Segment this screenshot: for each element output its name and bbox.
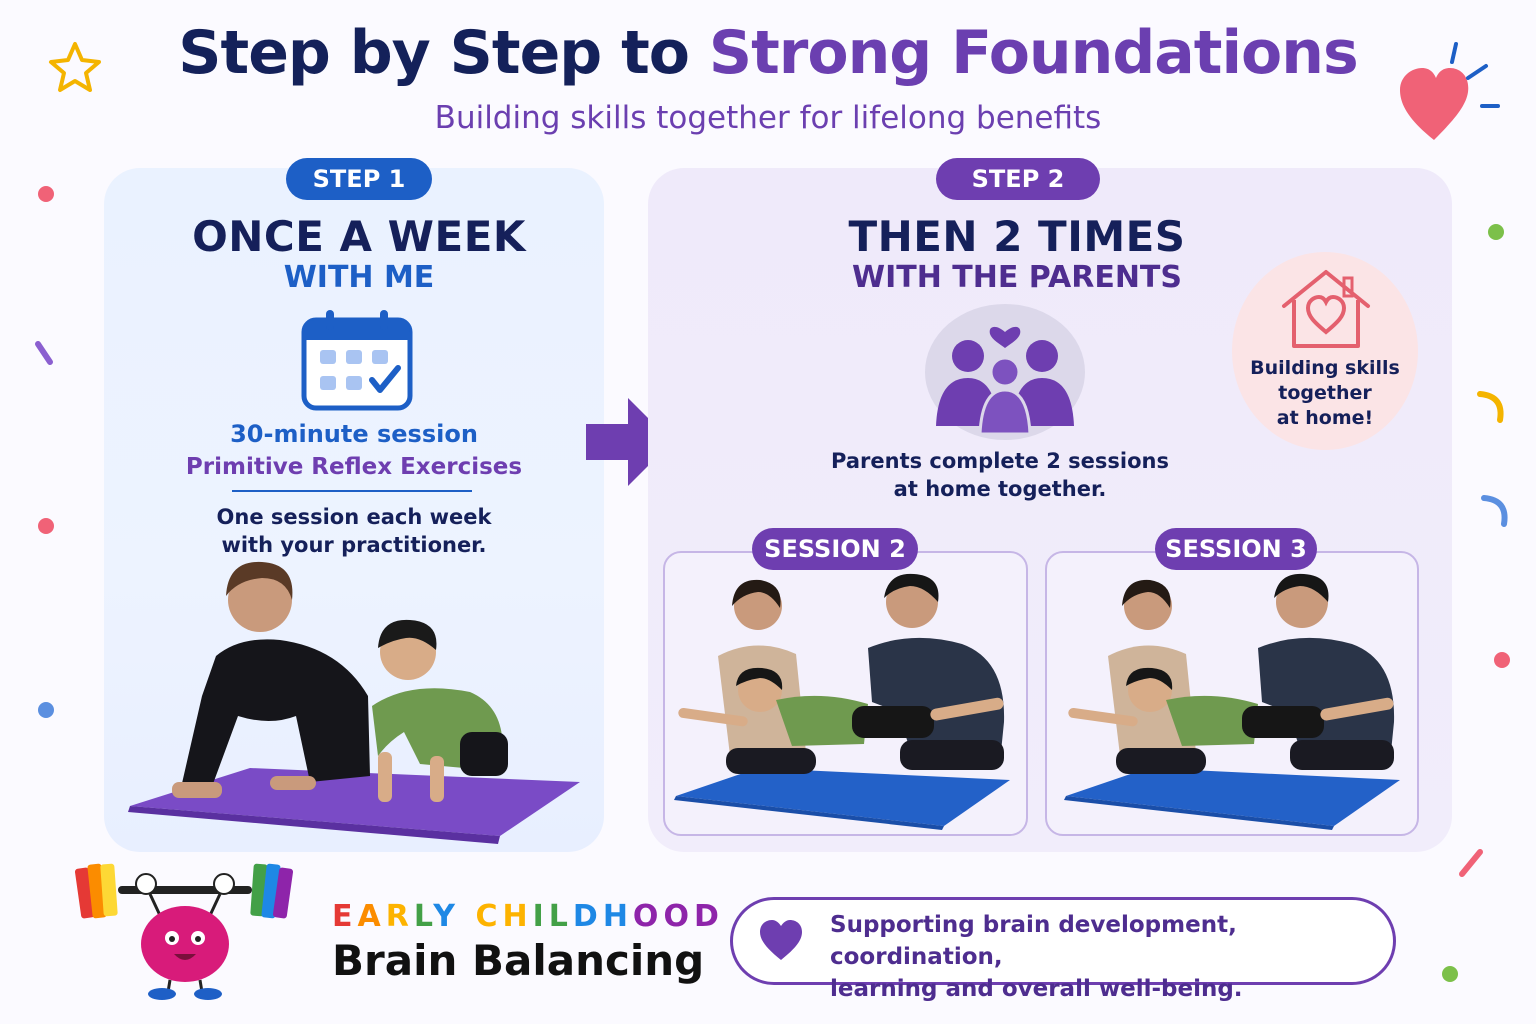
brand-letter: L bbox=[548, 899, 573, 934]
heart-icon bbox=[760, 920, 802, 960]
divider bbox=[232, 490, 472, 492]
confetti-squiggle bbox=[1477, 391, 1504, 423]
brand-line-1: EARLY CHILDHOOD bbox=[332, 899, 724, 934]
brain-mascot-icon bbox=[74, 863, 294, 1000]
confetti-squiggle bbox=[1481, 495, 1508, 527]
step-1-description-line-1: One session each week bbox=[216, 505, 492, 529]
step-1-heading: ONCE A WEEK bbox=[192, 212, 526, 261]
brand-letter: L bbox=[413, 899, 434, 934]
family-exercise-illustration bbox=[674, 573, 1010, 830]
step-1-description-line-2: with your practitioner. bbox=[221, 533, 487, 557]
house-heart-icon bbox=[1282, 270, 1370, 348]
confetti-dot bbox=[38, 518, 54, 534]
brand-letter: Y bbox=[433, 899, 461, 934]
family-heart-icon bbox=[925, 304, 1085, 440]
practitioner-child-illustration bbox=[128, 561, 580, 844]
confetti-dot bbox=[1442, 966, 1458, 982]
brand-letter: A bbox=[357, 899, 386, 934]
brand-letter: E bbox=[332, 899, 358, 934]
confetti-squiggle bbox=[35, 341, 53, 365]
step-2-heading: THEN 2 TIMES bbox=[848, 212, 1186, 261]
brand-letter: R bbox=[385, 899, 414, 934]
brand-letter: O bbox=[663, 899, 694, 934]
title-part-1: Step by Step to bbox=[178, 18, 709, 88]
brand-letter: H bbox=[602, 899, 633, 934]
session-3-badge: SESSION 3 bbox=[1155, 528, 1317, 570]
family-exercise-illustration bbox=[1064, 573, 1400, 830]
step-2-description-line-1: Parents complete 2 sessions bbox=[831, 449, 1169, 473]
confetti-dot bbox=[1494, 652, 1510, 668]
footer-message-line-1: Supporting brain development, coordinati… bbox=[830, 912, 1237, 970]
title-part-2: Strong Foundations bbox=[708, 18, 1359, 88]
brand-letter: C bbox=[475, 899, 503, 934]
confetti-dot bbox=[38, 186, 54, 202]
calendar-check-icon bbox=[301, 310, 413, 411]
home-note-line-3: at home! bbox=[1276, 407, 1374, 429]
exercise-type: Primitive Reflex Exercises bbox=[185, 454, 523, 480]
confetti-squiggle bbox=[1459, 849, 1483, 877]
home-note-bubble bbox=[1232, 252, 1418, 450]
home-note: Building skills together at home! bbox=[1240, 356, 1410, 431]
step-1-description: One session each week with your practiti… bbox=[104, 503, 604, 559]
brand-letter: I bbox=[532, 899, 549, 934]
brand-letter: H bbox=[502, 899, 533, 934]
step-2-description: Parents complete 2 sessions at home toge… bbox=[800, 447, 1200, 503]
step-1-subheading: WITH ME bbox=[283, 260, 435, 295]
brand-line-2: Brain Balancing bbox=[332, 936, 705, 985]
footer-message-line-2: learning and overall well-being. bbox=[830, 976, 1243, 1002]
confetti-dot bbox=[1488, 224, 1504, 240]
footer-callout bbox=[730, 897, 1396, 985]
session-2-badge: SESSION 2 bbox=[752, 528, 918, 570]
brand-letter: D bbox=[693, 899, 724, 934]
step-1-badge: STEP 1 bbox=[286, 158, 432, 200]
brand-letter: O bbox=[632, 899, 664, 934]
brand-letter: D bbox=[572, 899, 603, 934]
heart-icon bbox=[1400, 42, 1500, 140]
brand-letter bbox=[460, 899, 475, 934]
arrow-right-icon bbox=[586, 398, 672, 486]
home-note-line-1: Building skills bbox=[1250, 357, 1400, 379]
session-length: 30-minute session bbox=[230, 420, 478, 448]
star-icon bbox=[49, 42, 101, 92]
confetti-dot bbox=[38, 702, 54, 718]
page-subtitle: Building skills together for lifelong be… bbox=[434, 100, 1102, 136]
step-2-badge: STEP 2 bbox=[936, 158, 1100, 200]
page-title: Step by Step to Strong Foundations bbox=[0, 18, 1536, 88]
footer-message: Supporting brain development, coordinati… bbox=[830, 909, 1390, 1005]
step-2-description-line-2: at home together. bbox=[893, 477, 1107, 501]
home-note-line-2: together bbox=[1278, 382, 1372, 404]
step-2-subheading: WITH THE PARENTS bbox=[852, 260, 1182, 295]
